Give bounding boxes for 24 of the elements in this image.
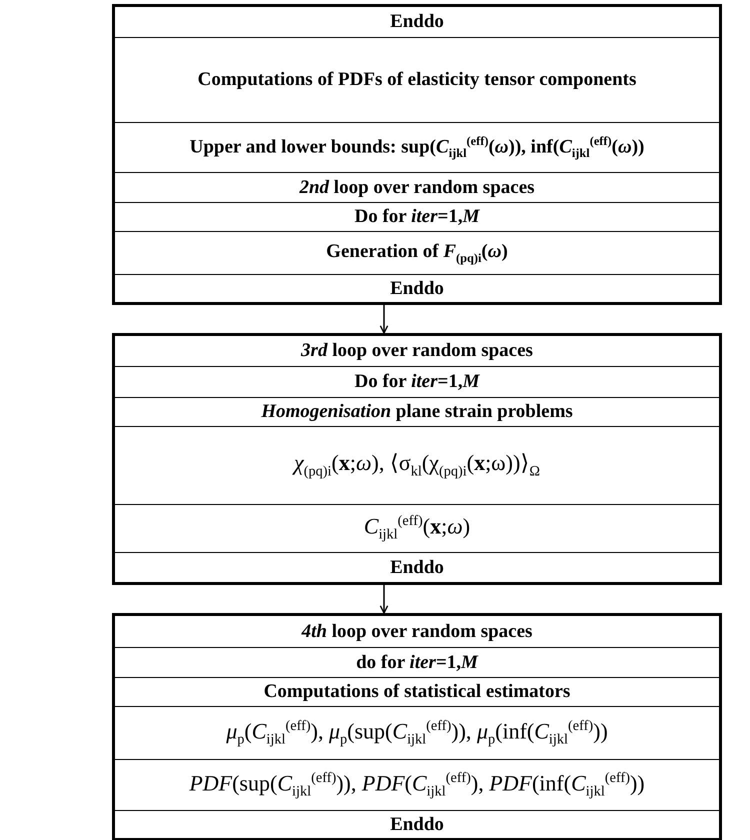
step-row: C$_{ijkl}$$^{(eff)}$(x;ω) xyxy=(115,504,719,552)
step-row: Do for iter=1,M xyxy=(115,366,719,397)
step-row: Enddo xyxy=(115,810,719,838)
step-row: μ$_{p}$(C$_{ijkl}$$^{(eff)}$), μ$_{p}$(sup(C$_{ijkl}$$^{(eff)}$)), μ$_{p}$(inf(C$_{ijkl}$$^{(eff)}$)) xyxy=(115,706,719,759)
step-row: PDF(sup(C$_{ijkl}$$^{(eff)}$)), PDF(C$_{ijkl}$$^{(eff)}$), PDF(inf(C$_{ijkl}$$^{(eff)}$)) xyxy=(115,759,719,810)
step-row: Enddo xyxy=(115,7,719,37)
step-row: Do for iter=1,M xyxy=(115,202,719,231)
step-row: Upper and lower bounds: sup(C$_{ijkl}$$^{(eff)}$(ω)), inf(C$_{ijkl}$$^{(eff)}$(ω)) xyxy=(115,122,719,172)
step-row: do for iter=1,M xyxy=(115,647,719,677)
step-row: 3rd loop over random spaces xyxy=(115,336,719,366)
step-row: Generation of F$_{(pq)i}$(ω) xyxy=(115,231,719,274)
loop-block xyxy=(112,613,722,840)
step-row: Homogenisation plane strain problems xyxy=(115,397,719,426)
loop-block xyxy=(112,333,722,585)
step-row: Computations of PDFs of elasticity tensor components xyxy=(115,37,719,122)
step-row: χ$_{(pq)i}$(x;ω), ⟨σ$_{kl}$(χ$_{(pq)i}$(x;ω))⟩$_{Ω}$ xyxy=(115,426,719,504)
step-row: Enddo xyxy=(115,274,719,302)
step-row: 2nd loop over random spaces xyxy=(115,172,719,202)
loop-block xyxy=(112,4,722,305)
step-row: Computations of statistical estimators xyxy=(115,677,719,706)
arrow xyxy=(380,305,388,334)
step-row: 4th loop over random spaces xyxy=(115,616,719,647)
arrow xyxy=(380,585,388,614)
step-row: Enddo xyxy=(115,552,719,582)
